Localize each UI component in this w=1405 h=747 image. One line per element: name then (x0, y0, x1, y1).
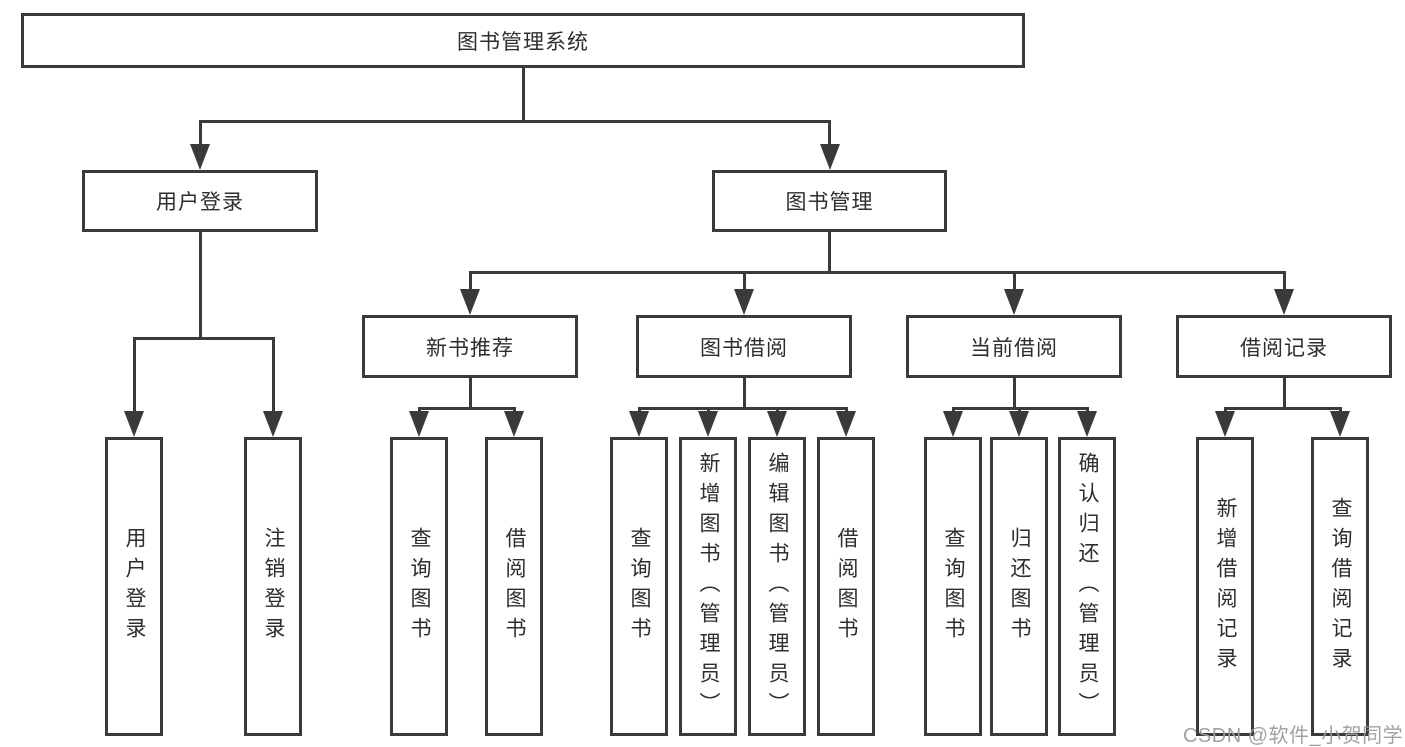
node-label-leaf-bb-edit: 编辑图书（管理员） (766, 451, 789, 722)
node-label-book-management: 图书管理 (785, 191, 874, 214)
connector-stub-new-book-recommend (468, 378, 472, 410)
arrowhead-down-icon-leaf-br-query (1330, 411, 1350, 437)
node-label-leaf-nb-query: 查询图书 (408, 526, 431, 647)
node-current-borrow: 当前借阅 (906, 315, 1122, 378)
arrowhead-down-icon-leaf-nb-query (409, 411, 429, 437)
node-label-leaf-bb-borrow: 借阅图书 (835, 526, 858, 647)
node-label-leaf-cb-return: 归还图书 (1008, 526, 1031, 647)
node-leaf-cb-return: 归还图书 (990, 437, 1048, 736)
node-label-root: 图书管理系统 (457, 30, 589, 54)
arrowhead-down-icon-leaf-user-login (124, 411, 144, 437)
arrowhead-down-icon-leaf-bb-add (698, 411, 718, 437)
arrowhead-down-icon-book-borrow (734, 289, 754, 315)
arrowhead-down-icon-borrow-records (1274, 289, 1294, 315)
connector-stub-book-borrow (742, 378, 746, 410)
node-leaf-bb-borrow: 借阅图书 (817, 437, 875, 736)
arrowhead-down-icon-leaf-bb-edit (767, 411, 787, 437)
arrowhead-down-icon-leaf-cb-return (1009, 411, 1029, 437)
watermark: CSDN @软件_小贺同学 (1183, 725, 1404, 747)
node-leaf-user-login: 用户登录 (105, 437, 163, 736)
connector-drop-leaf-logout (271, 337, 275, 415)
node-book-management: 图书管理 (712, 170, 947, 232)
connector-drop-book-borrow (742, 271, 746, 293)
node-leaf-nb-borrow: 借阅图书 (485, 437, 543, 736)
arrowhead-down-icon-leaf-bb-borrow (836, 411, 856, 437)
node-label-leaf-br-query: 查询借阅记录 (1329, 496, 1352, 677)
arrowhead-down-icon-leaf-bb-query (629, 411, 649, 437)
node-root: 图书管理系统 (21, 13, 1025, 68)
connector-drop-leaf-user-login (132, 337, 136, 415)
node-label-leaf-nb-borrow: 借阅图书 (503, 526, 526, 647)
arrowhead-down-icon-user-login (190, 144, 210, 170)
node-label-leaf-logout: 注销登录 (262, 526, 285, 647)
arrowhead-down-icon-new-book-recommend (460, 289, 480, 315)
node-label-borrow-records: 借阅记录 (1240, 336, 1328, 360)
node-new-book-recommend: 新书推荐 (362, 315, 578, 378)
arrowhead-down-icon-book-management (819, 144, 840, 170)
node-user-login: 用户登录 (82, 170, 318, 232)
node-label-leaf-br-add: 新增借阅记录 (1214, 496, 1237, 677)
node-leaf-bb-add: 新增图书（管理员） (679, 437, 737, 736)
connector-rail-book-management (468, 271, 1286, 274)
connector-drop-borrow-records (1282, 271, 1286, 293)
node-leaf-br-query: 查询借阅记录 (1311, 437, 1369, 736)
connector-rail-user-login (132, 337, 275, 340)
connector-stub-root (521, 68, 525, 123)
node-leaf-br-add: 新增借阅记录 (1196, 437, 1254, 736)
node-leaf-cb-confirm: 确认归还（管理员） (1058, 437, 1116, 736)
node-leaf-cb-query: 查询图书 (924, 437, 982, 736)
node-label-new-book-recommend: 新书推荐 (426, 336, 514, 360)
node-label-book-borrow: 图书借阅 (700, 336, 788, 360)
connector-stub-borrow-records (1282, 378, 1286, 410)
connector-drop-current-borrow (1012, 271, 1016, 293)
connector-drop-user-login (198, 120, 202, 148)
arrowhead-down-icon-leaf-br-add (1215, 411, 1235, 437)
node-book-borrow: 图书借阅 (636, 315, 852, 378)
node-label-user-login: 用户登录 (156, 191, 244, 214)
connector-rail-borrow-records (1223, 407, 1342, 410)
node-borrow-records: 借阅记录 (1176, 315, 1392, 378)
arrowhead-down-icon-current-borrow (1004, 289, 1024, 315)
node-leaf-nb-query: 查询图书 (390, 437, 448, 736)
node-leaf-logout: 注销登录 (244, 437, 302, 736)
arrowhead-down-icon-leaf-nb-borrow (504, 411, 524, 437)
connector-stub-book-management (828, 232, 831, 274)
connector-stub-user-login (198, 232, 202, 340)
arrowhead-down-icon-leaf-logout (263, 411, 283, 437)
node-label-leaf-bb-add: 新增图书（管理员） (697, 451, 720, 722)
connector-stub-current-borrow (1012, 378, 1016, 410)
node-label-leaf-cb-query: 查询图书 (942, 526, 965, 647)
connector-rail-new-book-recommend (417, 407, 516, 410)
node-label-current-borrow: 当前借阅 (970, 336, 1058, 360)
node-label-leaf-bb-query: 查询图书 (628, 526, 651, 647)
node-label-leaf-user-login: 用户登录 (123, 526, 146, 647)
connector-drop-book-management (828, 120, 831, 148)
node-leaf-bb-edit: 编辑图书（管理员） (748, 437, 806, 736)
connector-rail-root (198, 120, 831, 123)
arrowhead-down-icon-leaf-cb-query (943, 411, 963, 437)
connector-drop-new-book-recommend (468, 271, 472, 293)
node-leaf-bb-query: 查询图书 (610, 437, 668, 736)
connector-rail-book-borrow (637, 407, 848, 410)
node-label-leaf-cb-confirm: 确认归还（管理员） (1076, 451, 1099, 722)
arrowhead-down-icon-leaf-cb-confirm (1077, 411, 1097, 437)
